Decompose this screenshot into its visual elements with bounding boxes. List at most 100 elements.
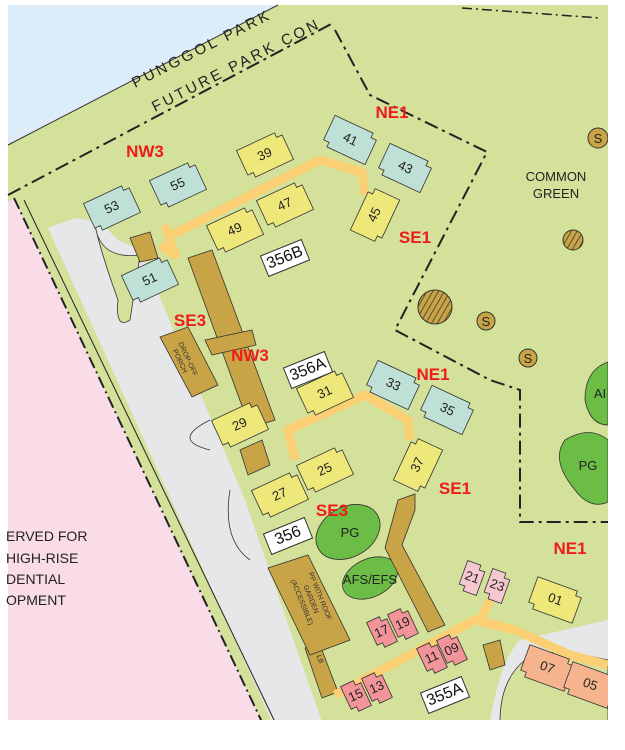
block-01[interactable]: 01 [527,576,583,624]
playground-pg-right-label: PG [579,458,598,473]
common-green-boundary [334,29,608,523]
s-marker: S [587,127,609,149]
zone-label: NE1 [375,103,408,122]
block-17[interactable]: 17 [366,614,398,650]
block-49[interactable]: 49 [205,205,265,254]
block-39[interactable]: 39 [235,130,295,179]
block-footprint [148,162,208,208]
zone-label: NE1 [553,539,586,558]
block-09[interactable]: 09 [436,632,468,668]
block-footprint [436,634,468,666]
common-green-label: GREEN [533,186,579,201]
block-footprint [210,402,270,448]
block-23[interactable]: 23 [482,567,511,605]
block-number: 21 [463,567,482,586]
block-footprint [483,567,511,605]
boundary-top [461,7,601,19]
block-53[interactable]: 53 [82,183,142,232]
block-43[interactable]: 43 [376,142,433,194]
reserved-zone [8,198,262,722]
block-07[interactable]: 07 [519,644,575,692]
block-number: 43 [396,157,415,177]
block-35[interactable]: 35 [418,384,475,436]
block-number: 37 [407,455,427,474]
block-footprint [255,182,315,228]
ai-area[interactable] [584,361,609,426]
block-37[interactable]: 37 [392,436,444,493]
pp-garden[interactable]: PP WITH ROOF GARDEN (ACCESSIBLE) [267,554,351,656]
block-footprint [235,132,295,178]
svg-text:S: S [594,131,603,146]
block-47[interactable]: 47 [255,180,315,229]
block-number: 33 [384,374,403,394]
block-footprint [295,370,355,416]
map-frame-right [608,0,625,750]
block-19[interactable]: 19 [387,606,419,642]
svg-text:ERVED FOR: ERVED FOR [6,528,87,544]
block-number: 51 [140,269,159,289]
site-boundary [7,21,336,196]
block-55[interactable]: 55 [148,160,208,209]
block-number: 19 [393,613,412,633]
block-number: 27 [270,484,289,504]
block-45[interactable]: 45 [349,186,401,243]
block-25[interactable]: 25 [295,445,355,494]
block-05[interactable]: 05 [562,661,618,709]
block-footprint [120,257,180,303]
park-edge [7,4,279,146]
block-footprint [387,608,419,640]
block-number: 29 [230,414,249,434]
drop-off-porch[interactable]: DROP-OFF PORCH [159,326,219,398]
block-footprint [366,359,420,411]
block-number: 53 [102,197,121,217]
block-21[interactable]: 21 [457,559,486,597]
block-footprint [458,559,486,597]
block-15[interactable]: 15 [340,678,372,714]
block-group-label: 356 [262,516,314,556]
block-51[interactable]: 51 [120,255,180,304]
block-footprint [361,672,393,704]
block-number: 13 [367,677,386,697]
afs-efs-label: AFS/EFS [343,572,398,587]
zone-label: SE3 [316,501,348,520]
block-number: 23 [488,575,507,594]
block-33[interactable]: 33 [364,359,421,411]
block-41[interactable]: 41 [321,114,378,166]
common-green-label: COMMON [526,169,587,184]
block-number: 09 [442,639,461,659]
block-footprint [323,114,377,166]
boundary-line [23,199,276,723]
block-number: 47 [275,194,294,214]
block-11[interactable]: 11 [416,640,448,676]
block-footprint [528,576,582,624]
playground-pg-right[interactable] [558,432,609,505]
zone-label: SE1 [399,228,431,247]
block-footprint [250,472,310,518]
svg-text:S: S [482,314,491,329]
road [48,218,322,722]
block-footprint [366,616,398,648]
block-number: 17 [372,621,391,641]
playground-pg-label: PG [341,525,360,540]
zone-label: NW3 [126,142,164,161]
block-31[interactable]: 31 [295,368,355,417]
playground-pg[interactable] [306,493,390,570]
block-13[interactable]: 13 [361,670,393,706]
zone-label: NE1 [416,365,449,384]
zone-label: NW3 [231,346,269,365]
block-27[interactable]: 27 [250,470,310,519]
block-footprint [378,142,432,194]
block-number: 07 [538,657,557,676]
block-footprint [82,185,142,231]
block-number: 15 [346,685,365,705]
block-number: 01 [546,589,565,608]
covered-deck [129,231,506,699]
tree-hatched [562,229,584,251]
svg-text:S: S [524,351,533,366]
s-marker: S [476,311,496,331]
block-29[interactable]: 29 [210,400,270,449]
block-footprint [205,207,265,253]
block-number: 31 [315,382,334,402]
block-number: 39 [255,144,274,164]
